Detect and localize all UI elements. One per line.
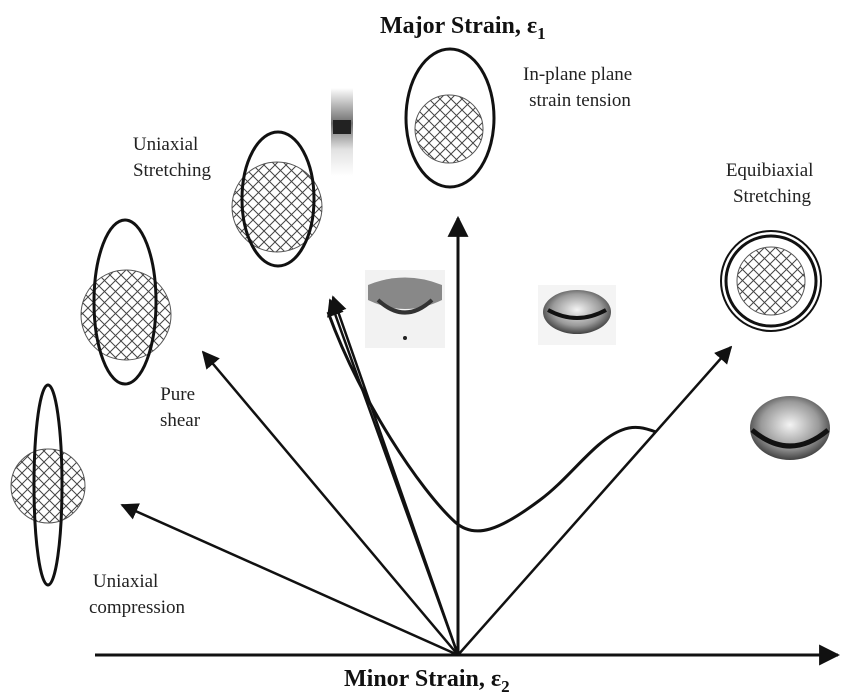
strain-path-arrows bbox=[122, 297, 731, 655]
glyph-pure-shear bbox=[81, 220, 171, 384]
glyph-uniaxial-stretching bbox=[232, 132, 322, 266]
arrow-pure-shear bbox=[203, 352, 458, 655]
label-in-plane: In-plane plane strain tension bbox=[523, 64, 637, 111]
specimen-strip-photo bbox=[331, 88, 353, 176]
label-pure-shear: Pure shear bbox=[160, 384, 201, 431]
arrow-uniaxial-compression bbox=[122, 505, 458, 655]
specimen-full-dome-photo bbox=[750, 396, 830, 460]
label-uniaxial-stretching: Uniaxial Stretching bbox=[133, 134, 212, 181]
specimen-notched-photo bbox=[365, 270, 445, 348]
specimen-dome-photo bbox=[538, 285, 616, 345]
glyph-in-plane bbox=[406, 49, 494, 187]
label-equibiaxial: Equibiaxial Stretching bbox=[726, 160, 818, 207]
minor-strain-label: Minor Strain, ε2 bbox=[344, 666, 510, 696]
glyph-uniaxial-compression bbox=[11, 385, 85, 585]
arrow-uniaxial-stretching-b bbox=[330, 300, 458, 655]
glyph-equibiaxial bbox=[721, 231, 821, 331]
label-uniaxial-compression: Uniaxial compression bbox=[89, 571, 186, 618]
arrow-equibiaxial bbox=[458, 347, 731, 655]
major-strain-label: Major Strain, ε1 bbox=[380, 13, 546, 43]
